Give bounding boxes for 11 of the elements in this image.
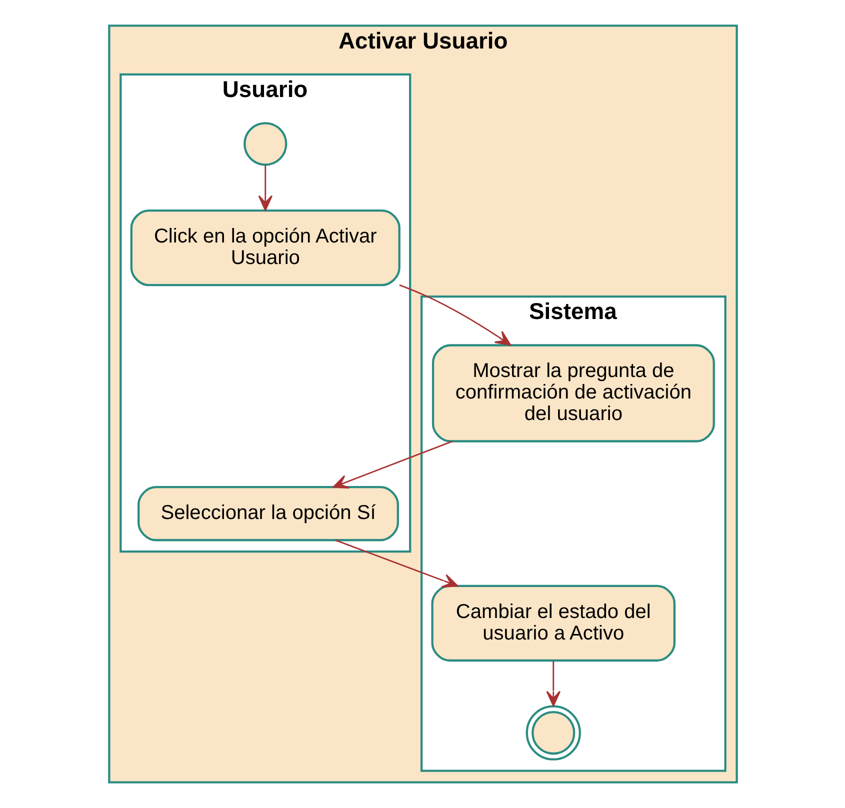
node-box: Seleccionar la opción Sí (137, 486, 398, 542)
node-box: Cambiar el estado del usuario a Activo (430, 584, 676, 662)
node-box: Click en la opción Activar Usuario (130, 209, 400, 286)
arrow (546, 660, 560, 706)
node-box: Mostrar la pregunta de confirmación de activación del usuario (431, 344, 714, 442)
node-circle (525, 705, 580, 760)
arrow (258, 164, 272, 211)
node-circle (243, 122, 287, 166)
arrow (398, 284, 511, 346)
arrow (334, 540, 458, 588)
arrow (332, 440, 452, 489)
